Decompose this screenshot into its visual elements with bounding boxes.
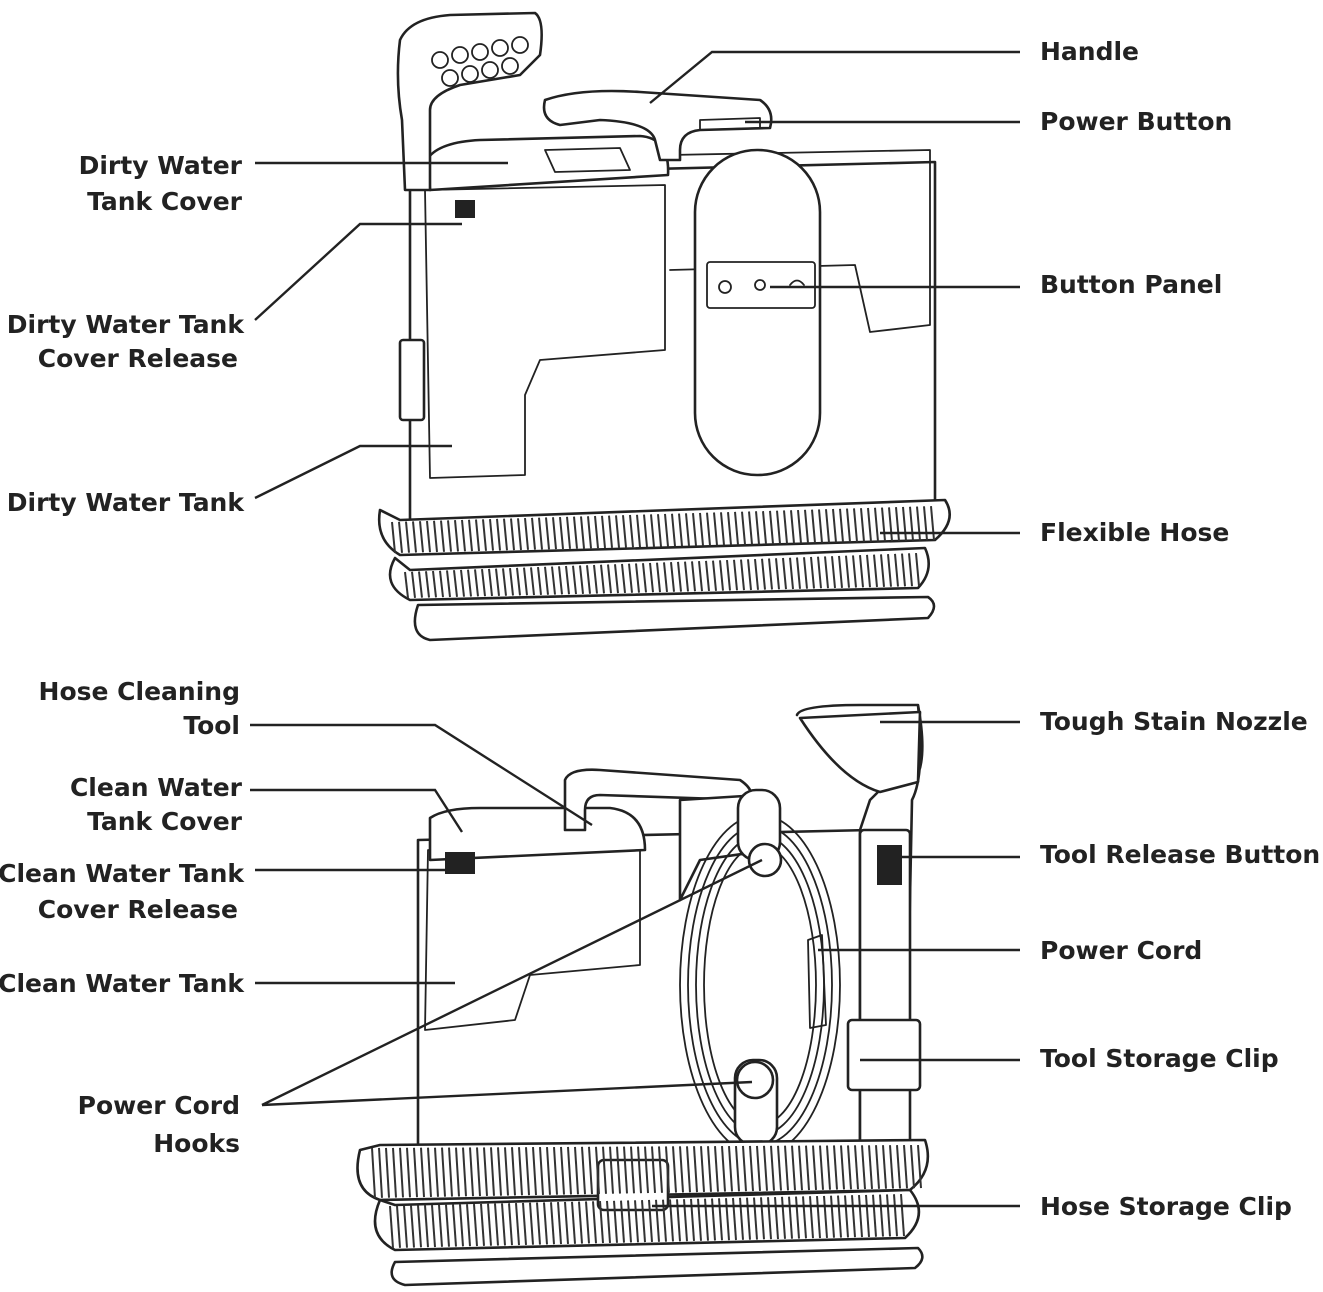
label-hose-cleaning-tool-line2: Tool	[183, 711, 240, 740]
label-hose-storage-clip: Hose Storage Clip	[1040, 1192, 1292, 1221]
top-machine-illustration	[377, 11, 951, 642]
label-dirty-water-tank-cover-line2: Tank Cover	[87, 187, 243, 216]
leader-lines	[250, 50, 1020, 1208]
label-tool-release-button: Tool Release Button	[1040, 840, 1320, 869]
label-tool-storage-clip: Tool Storage Clip	[1040, 1044, 1279, 1073]
label-flexible-hose: Flexible Hose	[1040, 518, 1229, 547]
label-power-cord-hooks-line2: Hooks	[153, 1129, 240, 1158]
label-hose-cleaning-tool-line1: Hose Cleaning	[39, 677, 240, 706]
label-clean-water-tank-cover-release-line1: Clean Water Tank	[0, 859, 245, 888]
top-hose-coils	[391, 506, 935, 599]
label-dirty-water-tank-cover-line1: Dirty Water	[79, 151, 243, 180]
label-dirty-water-tank-cover-release-line1: Dirty Water Tank	[7, 310, 246, 339]
label-clean-water-tank-cover-release-line2: Cover Release	[38, 895, 238, 924]
label-power-cord-hooks-line1: Power Cord	[78, 1091, 240, 1120]
bottom-machine-illustration	[356, 703, 930, 1287]
label-clean-water-tank-cover-line2: Tank Cover	[87, 807, 243, 836]
label-clean-water-tank-cover-line1: Clean Water	[70, 773, 243, 802]
label-handle: Handle	[1040, 37, 1139, 66]
label-dirty-water-tank-cover-release-line2: Cover Release	[38, 344, 238, 373]
label-power-cord: Power Cord	[1040, 936, 1202, 965]
label-power-button: Power Button	[1040, 107, 1232, 136]
label-clean-water-tank: Clean Water Tank	[0, 969, 245, 998]
label-dirty-water-tank: Dirty Water Tank	[7, 488, 246, 517]
callout-labels: Handle Power Button Dirty Water Tank Cov…	[0, 37, 1320, 1221]
bottom-hose-coils	[371, 1144, 922, 1249]
label-button-panel: Button Panel	[1040, 270, 1222, 299]
label-tough-stain-nozzle: Tough Stain Nozzle	[1040, 707, 1308, 736]
